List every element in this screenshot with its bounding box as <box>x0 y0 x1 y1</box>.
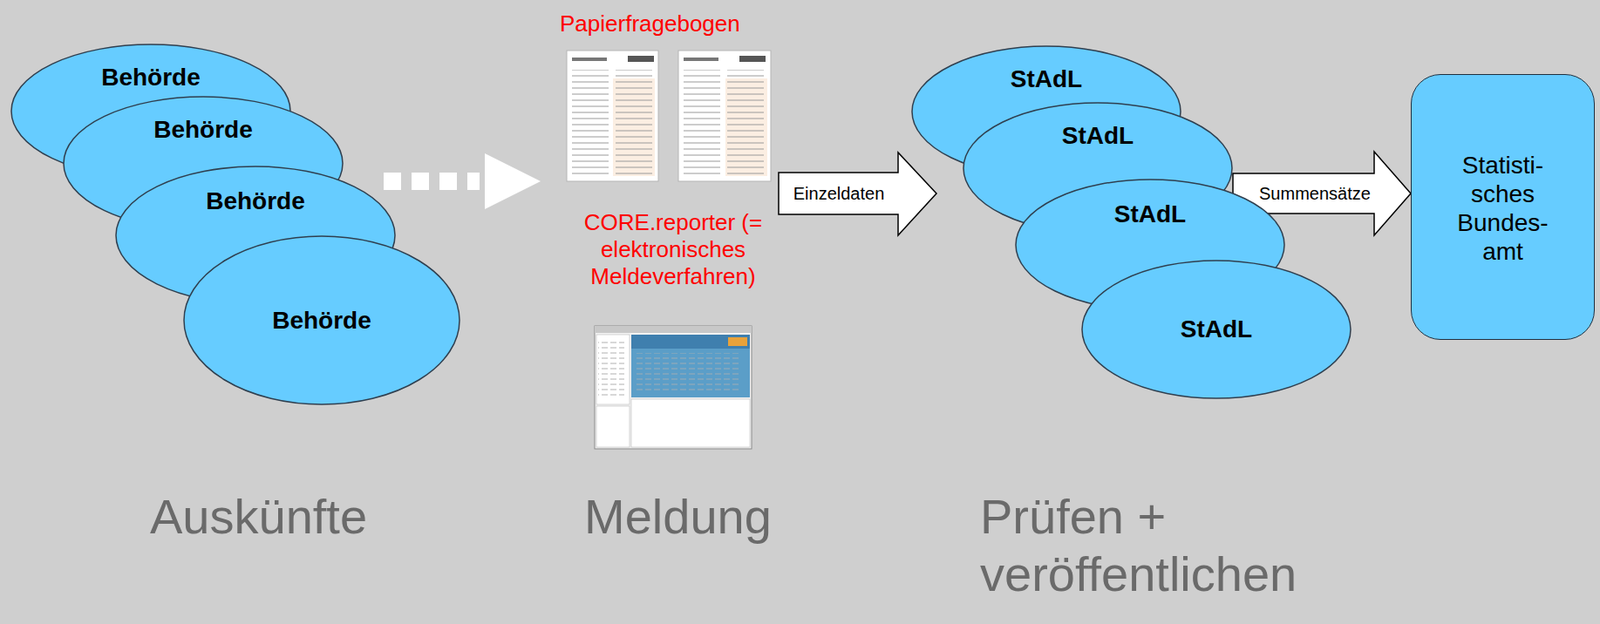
state-office-ellipse: StAdL <box>1081 259 1352 400</box>
software-screenshot <box>594 326 752 450</box>
phase-label: Auskünfte <box>149 488 368 546</box>
ellipse-fill <box>1082 260 1351 399</box>
node-label: Behörde <box>115 188 396 215</box>
node-label: Behörde <box>62 116 344 143</box>
node-label: StAdL <box>962 122 1233 150</box>
block-arrow <box>778 152 937 236</box>
edge-label: Summensätze <box>1257 183 1373 205</box>
arrow-label: Einzeldaten <box>784 183 893 205</box>
federal-office-box: Statisti- sches Bundes- amt <box>1410 74 1595 341</box>
paper-form <box>566 50 659 182</box>
software-label: CORE.reporter (= elektronisches Meldever… <box>568 209 778 291</box>
node-label: Behörde <box>10 64 292 91</box>
ellipse-fill <box>183 236 460 405</box>
phase-label: Prüfen + veröffentlichen <box>980 488 1347 604</box>
node-label: StAdL <box>1081 316 1352 343</box>
node-label: StAdL <box>1014 201 1286 228</box>
phase-label: Meldung <box>584 488 772 546</box>
node-label: Behörde <box>183 307 461 334</box>
authority-ellipse: Behörde <box>183 235 461 406</box>
dotted-arrow <box>383 153 541 210</box>
node-label: StAdL <box>911 66 1182 93</box>
paper-form <box>678 50 771 182</box>
node-label-wrapped: Statisti- sches Bundes- amt <box>1449 150 1558 266</box>
form-label: Papierfragebogen <box>559 10 741 38</box>
